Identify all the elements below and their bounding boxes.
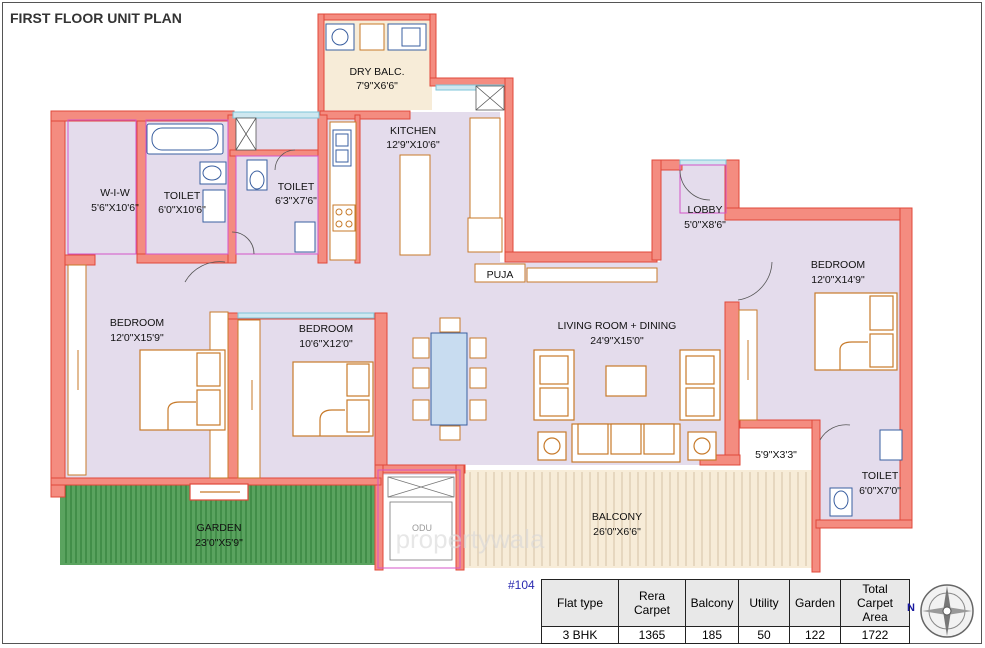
table-header: Rera Carpet [618,579,686,627]
hob-icon [332,204,356,232]
kitchen-size: 12'9"X10'6" [386,139,440,151]
toilet3-size: 6'0"X7'0" [859,485,901,497]
wiw-size: 5'6"X10'6" [91,202,139,214]
table-header: Total Carpet Area [840,579,910,627]
wiw-name: W-I-W [100,187,130,199]
unit-number: #104 [508,578,535,592]
lobby-name: LOBBY [687,204,722,216]
lobby-size: 5'0"X8'6" [684,219,726,231]
bedroom-mid-size: 10'6"X12'0" [299,338,353,350]
table-header: Flat type [541,579,619,627]
kitchen-name: KITCHEN [390,125,436,137]
plan-title: FIRST FLOOR UNIT PLAN [10,10,182,26]
table-row: 3 BHK 1365 185 50 122 1722 [541,626,910,644]
toilet3-name: TOILET [862,470,899,482]
table-cell: 185 [685,626,739,644]
ledge-size: 5'9"X3'3" [755,449,797,461]
watermark: propertywala [396,524,545,554]
bedroom-left-size: 12'0"X15'9" [110,332,164,344]
dining-set [412,317,487,441]
bedroom-left-name: BEDROOM [110,317,164,329]
dry-balcony-fixtures [325,23,427,51]
table-cell: 1365 [618,626,686,644]
room-outlines [67,119,727,569]
puja-name: PUJA [487,269,514,281]
toilet2-size: 6'3"X7'6" [275,195,317,207]
living-name: LIVING ROOM + DINING [558,320,677,332]
garden-size: 23'0"X5'9" [195,537,243,549]
living-furniture [189,349,721,501]
kitchen-counters [329,117,658,283]
toilet1-name: TOILET [164,190,201,202]
duct-shafts [235,85,505,151]
bedroom-right-name: BEDROOM [811,259,865,271]
living-size: 24'9"X15'0" [590,335,644,347]
door-swings [184,149,851,441]
table-cell: 1722 [840,626,910,644]
bedroom-mid-name: BEDROOM [299,323,353,335]
table-header: Balcony [685,579,739,627]
toilet2-name: TOILET [278,181,315,193]
table-cell: 50 [738,626,790,644]
table-cell: 122 [789,626,841,644]
compass-north-label: N [907,602,915,614]
table-header: Garden [789,579,841,627]
table-cell: 3 BHK [541,626,619,644]
room-labels: DRY BALC. 7'9"X6'6" KITCHEN 12'9"X10'6" … [91,66,901,549]
kitchen-sink-icon [332,129,352,167]
dry-balcony-size: 7'9"X6'6" [356,80,398,92]
odu-unit [387,476,455,561]
compass-icon [920,584,974,638]
table-header: Utility [738,579,790,627]
balcony-deck [469,472,807,566]
area-table: Flat type Rera Carpet Balcony Utility Ga… [541,579,910,644]
toilet-fixtures [146,123,903,517]
table-header-row: Flat type Rera Carpet Balcony Utility Ga… [541,579,910,627]
bedroom-right-size: 12'0"X14'9" [811,274,865,286]
balcony-size: 26'0"X6'6" [593,526,641,538]
dry-balcony-name: DRY BALC. [349,66,404,78]
toilet1-size: 6'0"X10'6" [158,204,206,216]
garden-name: GARDEN [197,522,242,534]
balcony-name: BALCONY [592,511,642,523]
walls [50,13,913,573]
odu-name: ODU [412,523,432,533]
beds [139,292,898,437]
